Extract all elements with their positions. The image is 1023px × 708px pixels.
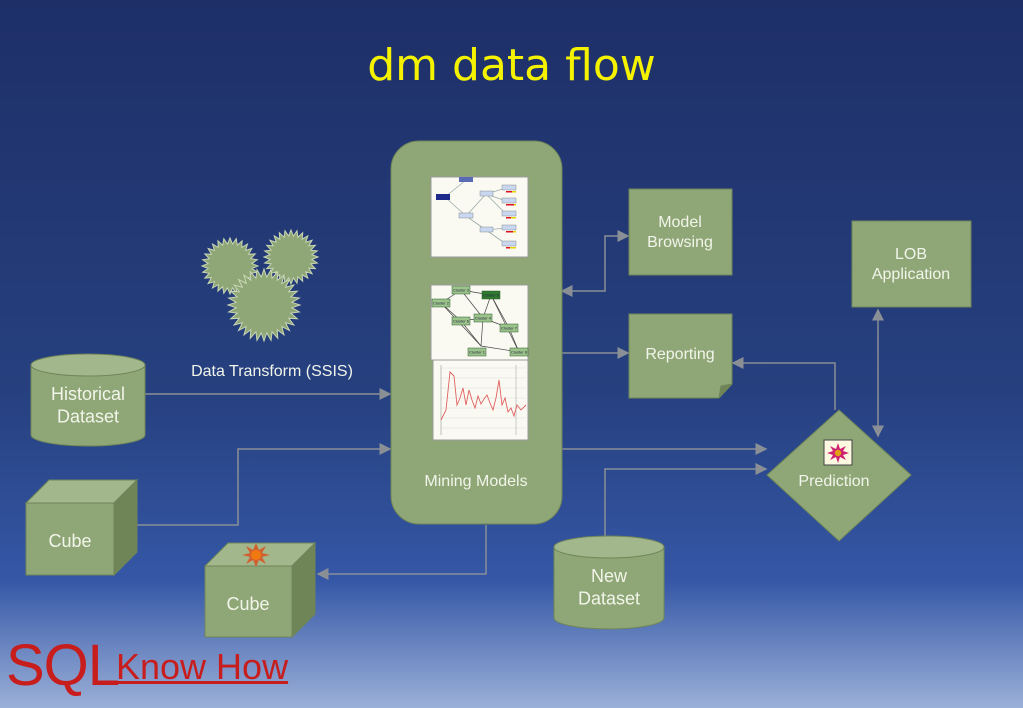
prediction-node: Prediction: [766, 409, 912, 542]
logo-know-how: Know How: [116, 646, 289, 687]
cluster-node: [499, 323, 519, 333]
logo-sq: SQL: [6, 633, 120, 698]
cube-source-node: Cube: [24, 478, 139, 577]
edge-newdata-to-prediction: [604, 463, 768, 537]
line-chart-thumbnail: [432, 359, 529, 441]
edge-models-to-cube: [316, 525, 487, 580]
cube-output-node: Cube: [203, 541, 317, 639]
cluster-node: [473, 313, 493, 323]
cluster-node-label: Cluster 3: [453, 288, 470, 293]
cluster-node: [451, 285, 471, 295]
cluster-node: [431, 298, 451, 308]
cluster-node-label: Cluster 8: [511, 350, 528, 355]
sparkle-icon: [242, 543, 270, 567]
cluster-node-label: Cluster 6: [453, 319, 470, 324]
edge-prediction-to-reporting: [731, 357, 836, 410]
cluster-node: [509, 347, 529, 357]
data-transform-label: Data Transform (SSIS): [191, 363, 353, 380]
cluster-node: [451, 316, 471, 326]
cluster-node-label: Cluster 4: [475, 316, 492, 321]
cluster-node-label: Cluster 1: [469, 350, 486, 355]
svg-text:Cube: Cube: [226, 594, 269, 614]
prediction-burst-icon: [823, 439, 853, 466]
svg-text:Reporting: Reporting: [645, 346, 714, 363]
edge-cube-to-models: [137, 443, 392, 526]
decision-tree-thumbnail: [430, 176, 529, 258]
logo: SQL Know How: [6, 633, 288, 698]
reporting-node: Reporting: [628, 313, 733, 399]
svg-text:Prediction: Prediction: [798, 473, 869, 490]
edge-models-to-browsing: [560, 230, 630, 297]
cluster-node-label: Cluster 5: [483, 293, 500, 298]
cluster-node: [481, 290, 501, 300]
mining-models-label: Mining Models: [424, 473, 527, 490]
cluster-node-label: Cluster 7: [501, 326, 518, 331]
starburst-icon: [200, 228, 320, 343]
slide-title: dm data flow: [367, 40, 656, 91]
cluster-node-label: Cluster 2: [433, 301, 450, 306]
cluster-node: [467, 347, 487, 357]
cluster-network-thumbnail: Cluster 1 Cluster 2 Cluster 3 Cluster 4 Clus…: [430, 284, 529, 361]
svg-text:Cube: Cube: [48, 531, 91, 551]
